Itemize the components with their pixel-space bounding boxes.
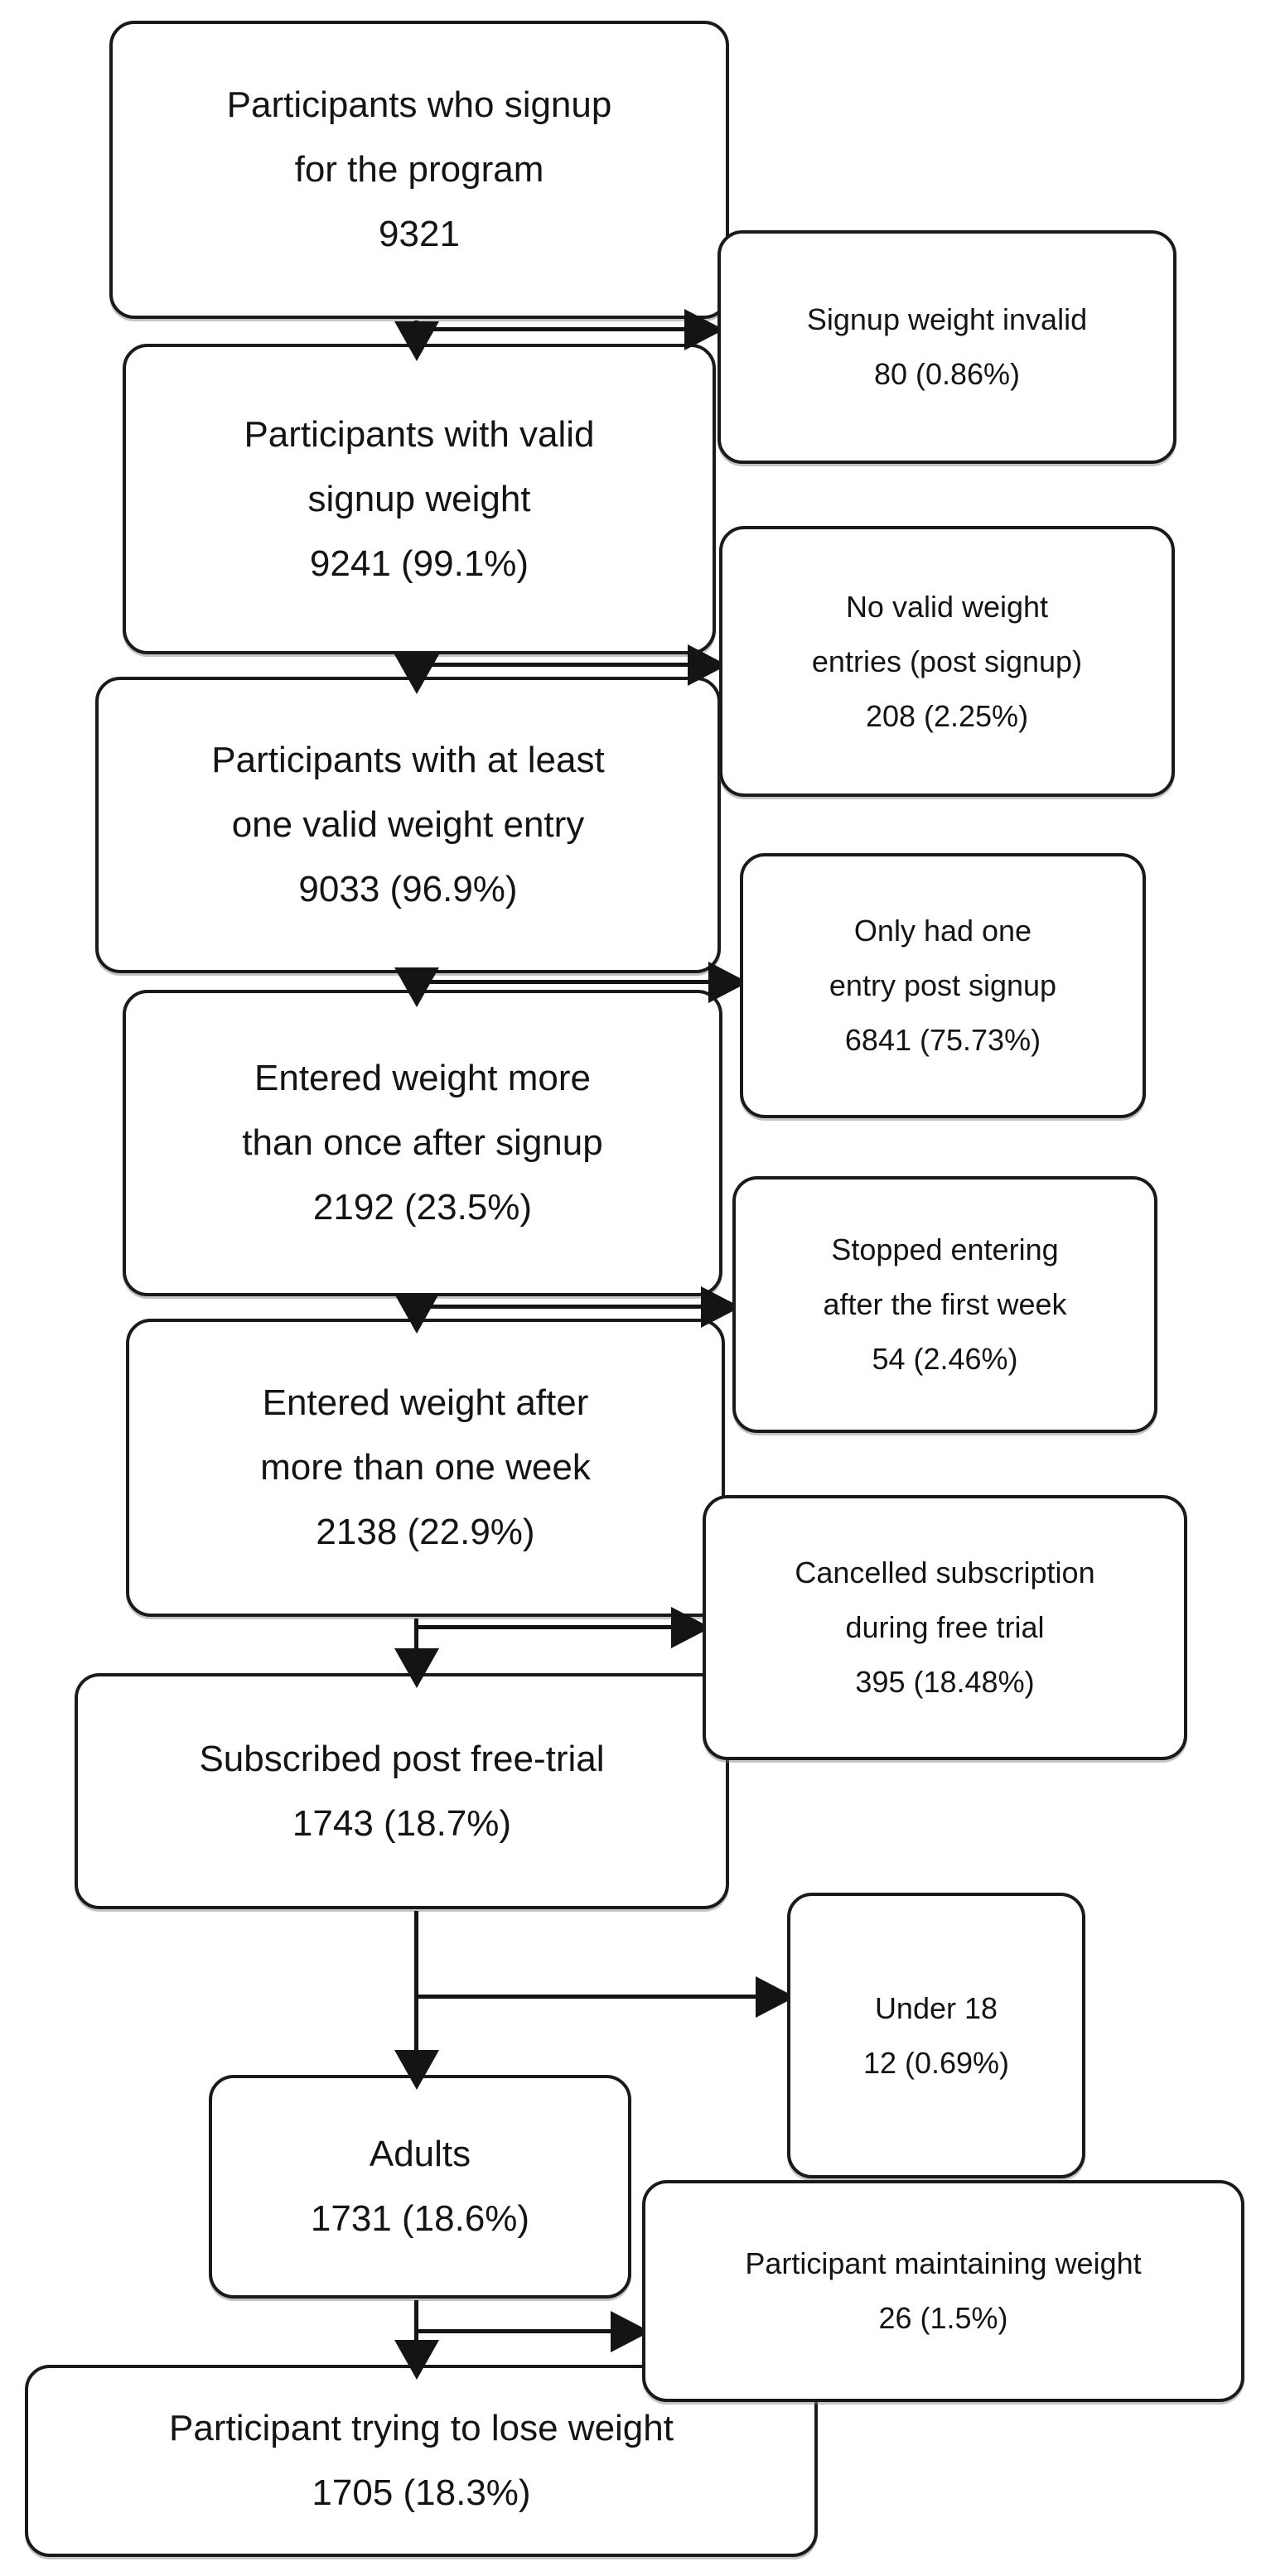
connector-valid-branch-line [417, 663, 722, 667]
node-label: Stopped entering [831, 1233, 1059, 1266]
node-valid-signup-weight: Participants with valid signup weight 92… [123, 344, 716, 654]
node-no-valid-entries: No valid weight entries (post signup) 20… [719, 526, 1175, 797]
node-label: Signup weight invalid [806, 302, 1088, 336]
node-count: 12 (0.69%) [862, 2045, 1010, 2080]
node-label: after the first week [823, 1287, 1067, 1321]
connector-subscribed-branch-line [417, 1995, 790, 1999]
node-label: Cancelled subscription [795, 1556, 1095, 1589]
arrowhead-down-icon [394, 1648, 439, 1688]
node-count: 2192 (23.5%) [312, 1187, 533, 1228]
arrowhead-down-icon [394, 321, 439, 361]
node-label: Participant trying to lose weight [169, 2408, 674, 2448]
node-maintaining-weight: Participant maintaining weight 26 (1.5%) [642, 2180, 1244, 2402]
node-adults: Adults 1731 (18.6%) [209, 2075, 631, 2299]
node-label: Under 18 [874, 1990, 998, 2025]
node-count: 9033 (96.9%) [298, 869, 518, 909]
node-label: Participants who signup [226, 84, 612, 125]
node-label: Subscribed post free-trial [199, 1738, 605, 1779]
node-label: Only had one [853, 914, 1032, 948]
node-label: Adults [369, 2134, 471, 2174]
node-label: more than one week [260, 1447, 591, 1488]
node-count: 1731 (18.6%) [310, 2198, 530, 2239]
node-count: 1705 (18.3%) [312, 2472, 531, 2513]
node-entered-more-than-once: Entered weight more than once after sign… [123, 990, 722, 1296]
node-label: than once after signup [242, 1122, 603, 1163]
node-count: 208 (2.25%) [865, 698, 1029, 733]
node-count: 9321 [379, 214, 460, 254]
node-label: No valid weight [845, 589, 1049, 624]
node-only-one-entry: Only had one entry post signup 6841 (75.… [740, 853, 1146, 1118]
node-subscribed: Subscribed post free-trial 1743 (18.7%) [75, 1673, 729, 1909]
node-under-18: Under 18 12 (0.69%) [787, 1893, 1085, 2178]
connector-adults-down-line [414, 2300, 418, 2352]
node-count: 80 (0.86%) [873, 357, 1021, 391]
node-label: during free trial [845, 1610, 1045, 1644]
node-cancelled-trial: Cancelled subscription during free trial… [703, 1495, 1187, 1760]
node-count: 2138 (22.9%) [316, 1512, 535, 1552]
connector-adults-branch-line [417, 2329, 645, 2333]
node-label: Participants with valid [244, 413, 595, 455]
node-entered-after-one-week: Entered weight after more than one week … [126, 1319, 725, 1617]
arrowhead-down-icon [394, 1294, 439, 1334]
node-count: 6841 (75.73%) [844, 1023, 1041, 1057]
node-one-valid-entry: Participants with at least one valid wei… [95, 677, 721, 973]
node-label: Entered weight more [254, 1058, 591, 1098]
node-count: 1743 (18.7%) [292, 1802, 512, 1844]
node-label: signup weight [307, 478, 531, 519]
arrowhead-down-icon [394, 2050, 439, 2090]
node-stopped-first-week: Stopped entering after the first week 54… [732, 1176, 1157, 1433]
node-label: entry post signup [829, 968, 1057, 1002]
node-count: 26 (1.5%) [878, 2301, 1008, 2335]
node-label: Participants with at least [211, 740, 605, 780]
node-count: 9241 (99.1%) [309, 543, 529, 584]
node-signup: Participants who signup for the program … [109, 21, 729, 319]
connector-subscribed-down-line [414, 1911, 418, 2060]
connector-entry-branch-line [417, 980, 742, 984]
connector-signup-branch-line [417, 327, 715, 331]
node-label: Participant maintaining weight [745, 2246, 1142, 2280]
node-count: 395 (18.48%) [855, 1665, 1035, 1699]
node-signup-weight-invalid: Signup weight invalid 80 (0.86%) [717, 230, 1176, 464]
arrowhead-down-icon [394, 967, 439, 1007]
arrowhead-down-icon [394, 2340, 439, 2380]
arrowhead-down-icon [394, 654, 439, 694]
node-label: for the program [294, 149, 544, 190]
node-label: one valid weight entry [231, 804, 585, 845]
node-label: Entered weight after [262, 1382, 589, 1423]
node-count: 54 (2.46%) [872, 1342, 1018, 1376]
connector-once-branch-line [417, 1305, 735, 1309]
connector-week-down-line [414, 1618, 418, 1670]
connector-week-branch-line [417, 1625, 705, 1629]
node-label: entries (post signup) [811, 644, 1083, 678]
